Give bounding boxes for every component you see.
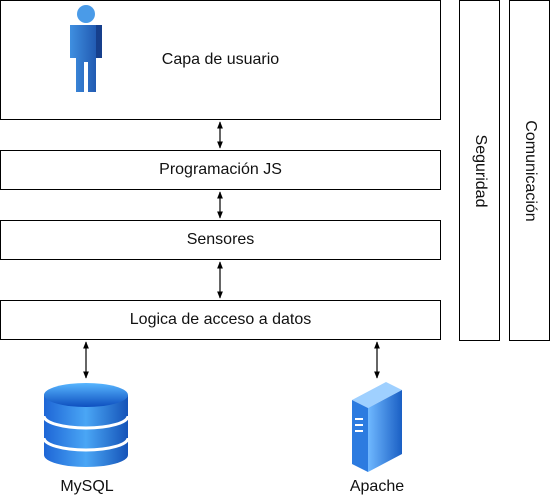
programming-layer-label: Programación JS bbox=[159, 161, 282, 178]
communication-box: Comunicación bbox=[509, 0, 550, 341]
user-layer-label: Capa de usuario bbox=[161, 51, 280, 68]
mysql-caption: MySQL bbox=[60, 478, 114, 495]
data-access-layer-label: Logica de acceso a datos bbox=[129, 311, 312, 328]
database-icon bbox=[42, 383, 130, 467]
user-layer-box: Capa de usuario bbox=[0, 0, 441, 120]
data-access-layer-box: Logica de acceso a datos bbox=[0, 300, 441, 340]
sensors-layer-box: Sensores bbox=[0, 220, 441, 260]
security-box: Seguridad bbox=[459, 0, 500, 341]
programming-layer-box: Programación JS bbox=[0, 150, 441, 190]
server-icon bbox=[352, 382, 402, 472]
apache-caption: Apache bbox=[349, 478, 405, 495]
sensors-layer-label: Sensores bbox=[186, 231, 255, 248]
user-icon bbox=[70, 5, 102, 92]
